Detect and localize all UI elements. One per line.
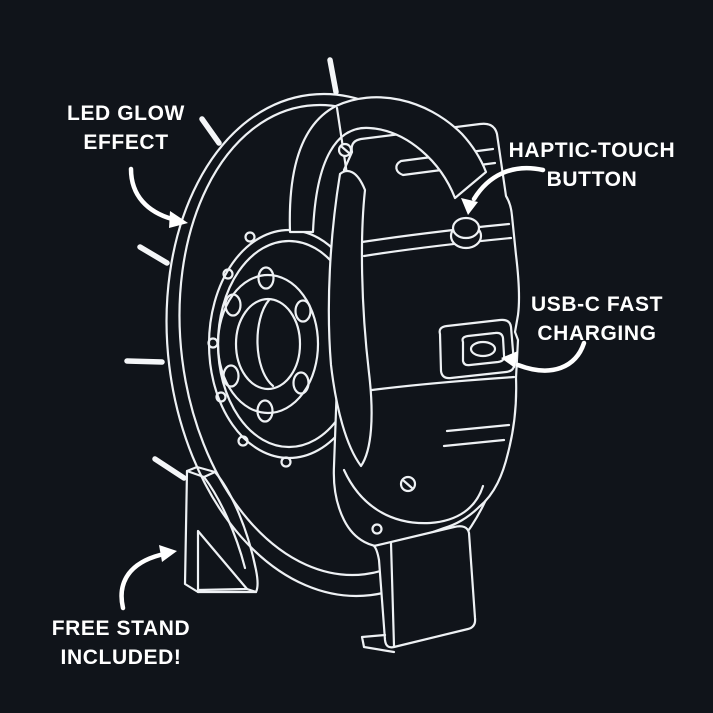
caliper-shelf-line2 (362, 236, 513, 258)
free-stand-label-line1: FREE STAND (51, 617, 191, 640)
haptic-button-label-line1: HAPTIC-TOUCH (508, 139, 676, 162)
usb-c-port (438, 318, 516, 380)
led-glow-label-line1: LED GLOW (67, 102, 185, 125)
flange-rivets (207, 231, 292, 468)
usb-charging-label-line1: USB-C FAST (531, 293, 663, 316)
haptic-button-label: HAPTIC-TOUCH BUTTON (487, 136, 697, 194)
caliper-pad-band (327, 170, 373, 468)
stand-right-foot (360, 525, 477, 654)
caliper-shelf-line (360, 222, 511, 244)
haptic-button (449, 216, 483, 250)
glow-dash-upper-left (199, 116, 222, 146)
glow-dash-left-upper (137, 244, 170, 266)
glow-dash-left-mid (124, 358, 165, 365)
free-stand-arrow (119, 545, 177, 611)
led-glow-arrow (128, 166, 188, 228)
caliper (288, 96, 521, 548)
haptic-button-label-line2: BUTTON (546, 168, 638, 191)
center-bore (234, 297, 302, 391)
bridge-screw-slot (340, 145, 351, 155)
bore-highlight (256, 298, 275, 388)
free-stand-label-line2: INCLUDED! (60, 646, 182, 669)
free-stand-label: FREE STAND INCLUDED! (16, 614, 226, 672)
display-stand (183, 465, 477, 654)
usb-charging-label: USB-C FAST CHARGING (492, 290, 702, 348)
haptic-button-arrow (461, 165, 546, 215)
led-glow-label: LED GLOW EFFECT (21, 99, 231, 157)
caliper-bottom-curve (342, 468, 485, 525)
usb-charging-label-line2: CHARGING (537, 322, 657, 345)
usb-arrow (501, 340, 587, 373)
caliper-screw-slot (402, 479, 414, 490)
glow-dashes (124, 57, 339, 481)
glow-dash-top (327, 57, 339, 95)
stand-left-wedge (183, 465, 259, 594)
caliper-pin (371, 523, 383, 535)
annotation-arrows (119, 165, 587, 611)
glow-dash-lower-left (152, 456, 187, 481)
caliper-vents (442, 423, 511, 448)
led-glow-label-line2: EFFECT (83, 131, 169, 154)
caliper-bridge (288, 96, 488, 234)
lug-holes (222, 266, 312, 423)
